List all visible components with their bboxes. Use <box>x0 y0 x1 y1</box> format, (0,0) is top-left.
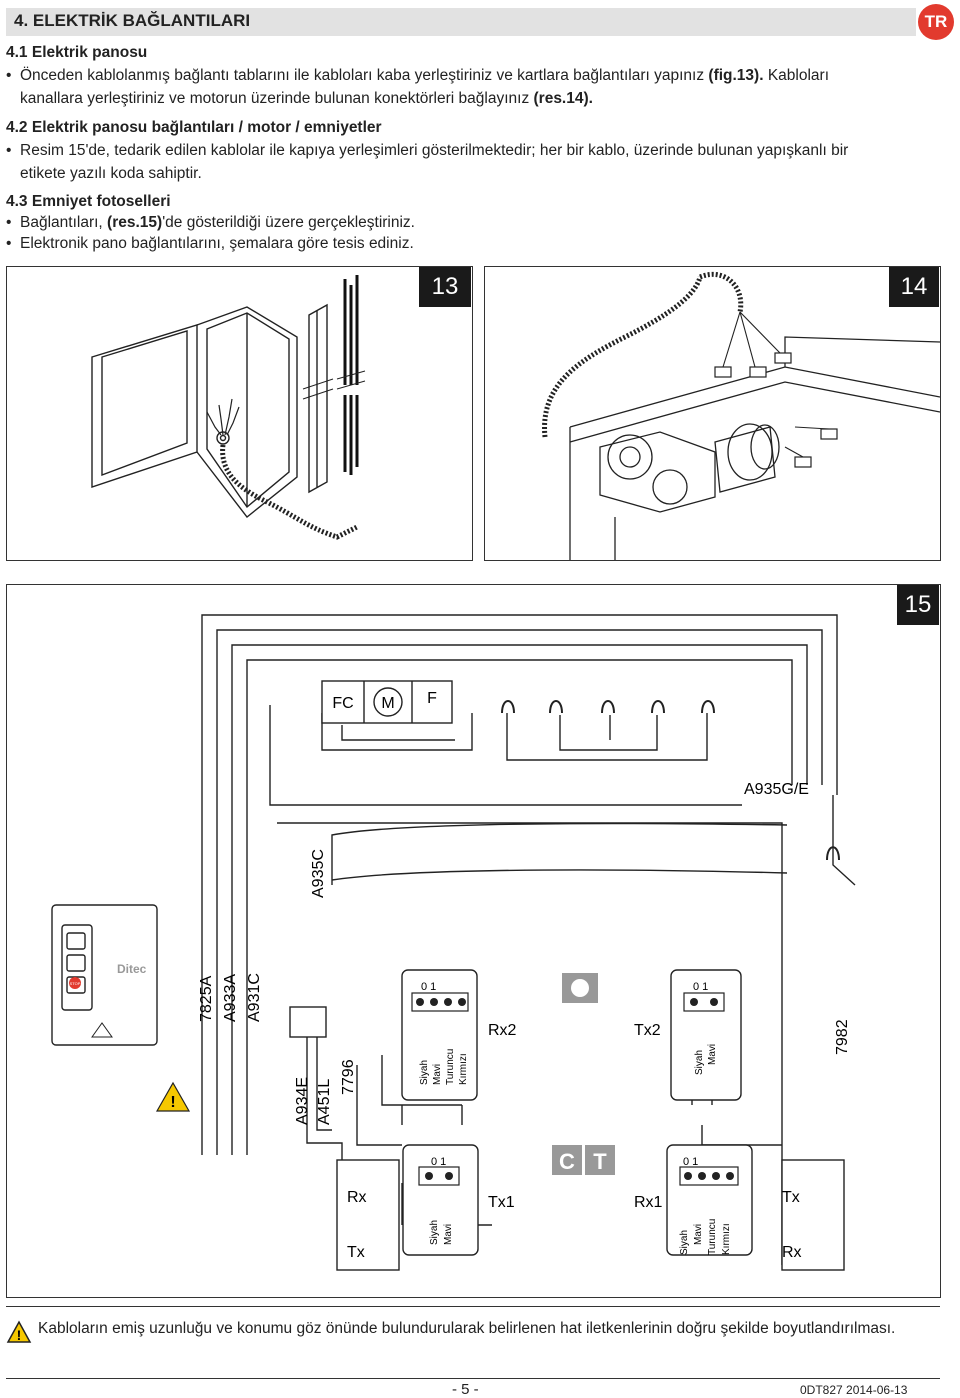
terminal-01-label: 0 1 <box>431 1156 446 1168</box>
wire-orange-label: Turuncu <box>707 1219 718 1255</box>
wire-black-label: Siyah <box>429 1220 440 1245</box>
cable-a935ge-label: A935G/E <box>744 781 809 798</box>
brand-label: Ditec <box>117 962 147 976</box>
cable-7796-label: 7796 <box>340 1059 357 1095</box>
paragraph-4-2: Resim 15'de, tedarik edilen kablolar ile… <box>20 142 849 182</box>
document-reference: 0DT827 2014-06-13 <box>800 1383 908 1397</box>
tx2-label: Tx2 <box>634 1022 661 1039</box>
cable-a933a-label: A933A <box>222 974 239 1022</box>
motor-label: M <box>381 695 394 712</box>
terminal-01-label: 0 1 <box>693 981 708 993</box>
wire-black-label: Siyah <box>679 1230 690 1255</box>
cable-a931c-label: A931C <box>246 973 263 1022</box>
heading-4-2: 4.2 Elektrik panosu bağlantıları / motor… <box>6 119 382 136</box>
figure-15: STOP Ditec ! <box>6 584 941 1298</box>
wire-blue-label: Mavi <box>707 1044 718 1065</box>
figure-13: 13 <box>6 266 473 561</box>
svg-text:!: ! <box>170 1094 175 1111</box>
wire-orange-label: Turuncu <box>445 1049 456 1085</box>
section-header-bar <box>6 8 916 36</box>
figure-14-label: 14 <box>889 267 939 307</box>
bullet-icon: • <box>6 67 12 84</box>
wire-blue-label: Mavi <box>443 1224 454 1245</box>
tx1-label: Tx1 <box>488 1194 515 1211</box>
figure-15-label: 15 <box>897 585 939 625</box>
total-mode-label: T <box>593 1149 607 1174</box>
bullet-icon: • <box>6 235 12 252</box>
stop-button-label: STOP <box>70 981 81 986</box>
bullet-icon: • <box>6 214 12 231</box>
figure-13-illustration <box>91 275 366 540</box>
rx2-label: Rx2 <box>488 1022 517 1039</box>
figure-14: 14 <box>484 266 941 561</box>
cable-a934e-label: A934E <box>294 1077 311 1125</box>
section-title: 4. ELEKTRİK BAĞLANTILARI <box>14 11 251 30</box>
page-number: - 5 - <box>452 1381 479 1398</box>
warning-text: Kabloların emiş uzunluğu ve konumu göz ö… <box>38 1320 896 1337</box>
svg-text:!: ! <box>17 1327 22 1343</box>
cable-a451l-label: A451L <box>316 1079 333 1125</box>
figure-14-illustration <box>542 272 940 560</box>
rx-right-label: Rx <box>782 1244 802 1261</box>
tx-right-label: Tx <box>782 1189 800 1206</box>
paragraph-4-3-a: Bağlantıları, (res.15)'de gösterildiği ü… <box>20 214 415 231</box>
wire-blue-label: Mavi <box>693 1224 704 1245</box>
tx-left-label: Tx <box>347 1244 365 1261</box>
close-mode-label: C <box>559 1149 575 1174</box>
paragraph-4-1: Önceden kablolanmış bağlantı tablarını i… <box>20 67 830 107</box>
wire-red-label: Kırmızı <box>458 1053 469 1085</box>
terminal-01-label: 0 1 <box>421 981 436 993</box>
rx-left-label: Rx <box>347 1189 367 1206</box>
paragraph-4-3-b: Elektronik pano bağlantılarını, şemalara… <box>20 235 414 252</box>
warning-icon: ! <box>155 1081 191 1112</box>
bullet-icon: • <box>6 142 12 159</box>
warning-icon: ! <box>6 1320 32 1343</box>
rx1-label: Rx1 <box>634 1194 663 1211</box>
wire-red-label: Kırmızı <box>721 1223 732 1255</box>
footer-divider <box>6 1378 940 1379</box>
cable-a935c-label: A935C <box>310 849 327 898</box>
wire-black-label: Siyah <box>419 1060 430 1085</box>
wire-blue-label: Mavi <box>432 1064 443 1085</box>
wire-black-label: Siyah <box>694 1050 705 1075</box>
heading-4-3: 4.3 Emniyet fotoselleri <box>6 193 171 210</box>
figure-13-label: 13 <box>419 267 471 307</box>
terminal-01-label: 0 1 <box>683 1156 698 1168</box>
warning-divider <box>6 1306 940 1307</box>
language-badge: TR <box>918 4 954 40</box>
heading-4-1: 4.1 Elektrik panosu <box>6 44 148 61</box>
f-label: F <box>427 690 437 707</box>
figure-15-diagram: STOP Ditec ! <box>51 614 856 1271</box>
cable-7982-label: 7982 <box>834 1019 851 1055</box>
cable-7825a-label: 7825A <box>198 975 215 1022</box>
fc-label: FC <box>332 695 353 712</box>
